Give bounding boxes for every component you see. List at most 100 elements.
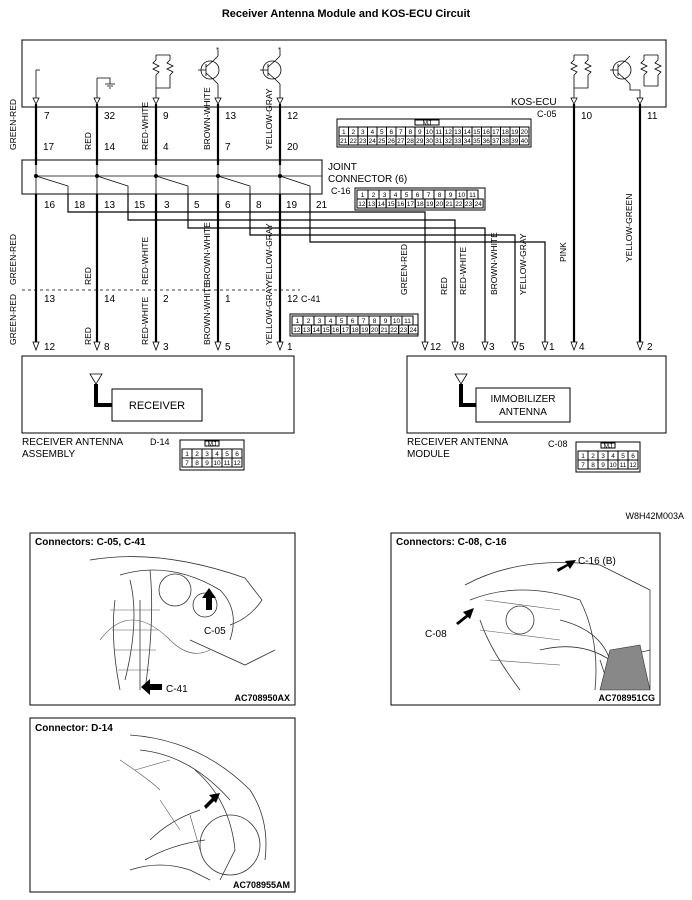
- d14-pin-number: 11: [224, 460, 231, 467]
- c16-pin-number: 7: [427, 192, 431, 199]
- c41-pin-12: 12: [287, 294, 299, 305]
- c05-pin-number: 17: [492, 129, 500, 136]
- joint-pin-6: 6: [225, 200, 231, 211]
- antenna-module-title: RECEIVER ANTENNA: [407, 437, 508, 448]
- c41-pin-number: 12: [293, 327, 301, 334]
- photo1-callout-c05: C-05: [204, 626, 226, 637]
- c08-pin-number: 2: [591, 453, 595, 460]
- c05-pin-number: 36: [483, 138, 491, 145]
- c16-pin-number: 16: [397, 201, 405, 208]
- c05-pin-number: 39: [511, 138, 519, 145]
- photo-connectors-c08-c16: Connectors: C-08, C-16 C-16 (B) C-08 AC7…: [390, 532, 661, 706]
- ecu-pin-12: 12: [287, 111, 299, 122]
- c16-pin-number: 20: [436, 201, 444, 208]
- photo1-callout-c41: C-41: [166, 684, 188, 695]
- c16-pin-number: 5: [405, 192, 409, 199]
- photo2-code: AC708951CG: [598, 693, 655, 703]
- svg-text:⁎: ⁎: [216, 45, 220, 52]
- wire-red-white-upper: RED-WHITE: [140, 102, 150, 150]
- c08-pin-number: 8: [591, 462, 595, 469]
- c41-pin-number: 2: [307, 318, 311, 325]
- d14-pin-number: 8: [195, 460, 199, 467]
- wire-yellow-gray-upper: YELLOW-GRAY: [264, 88, 274, 150]
- dashboard-sketch: [89, 556, 276, 691]
- c41-cell: [407, 324, 419, 335]
- joint-pin-14: 14: [104, 142, 116, 153]
- wire-labels-middle: GREEN-RED RED RED-WHITE BROWN-WHITE YELL…: [8, 194, 634, 295]
- d14-pin-number: 9: [205, 460, 209, 467]
- c41-pin-number: 6: [351, 318, 355, 325]
- wire-labels-lower: GREEN-RED RED RED-WHITE BROWN-WHITE YELL…: [8, 282, 274, 345]
- d14-pin-number: 5: [225, 451, 229, 458]
- photo2-title: Connectors: C-08, C-16: [396, 537, 507, 548]
- ecu-pin-11: 11: [647, 111, 658, 122]
- receiver-assembly-title: RECEIVER ANTENNA: [22, 437, 123, 448]
- c05-pin-number: 18: [502, 129, 510, 136]
- c16-pin-number: 21: [446, 201, 454, 208]
- c08-pin-number: 7: [581, 462, 585, 469]
- c41-pin-number: 21: [381, 327, 389, 334]
- d14-pin-number: 10: [213, 460, 221, 467]
- c08-pin-number: 9: [601, 462, 605, 469]
- c05-pin-number: 29: [416, 138, 424, 145]
- svg-text:⁎: ⁎: [278, 45, 282, 52]
- module-pin-5: 5: [519, 342, 525, 353]
- c41-pin-number: 20: [371, 327, 379, 334]
- c05-pin-number: 4: [370, 129, 374, 136]
- receiver-pin-8: 8: [104, 342, 110, 353]
- d14-pin-number: 3: [205, 451, 209, 458]
- wire-brown-white-right: BROWN-WHITE: [489, 232, 499, 295]
- d14-pin-number: 1: [185, 451, 189, 458]
- c05-pin-number: 21: [340, 138, 348, 145]
- c16-pin-number: 18: [416, 201, 424, 208]
- c41-pin-number: 9: [384, 318, 388, 325]
- c16-pin-number: 13: [368, 201, 376, 208]
- c41-pin-number: 8: [373, 318, 377, 325]
- wire-red-upper: RED: [83, 132, 93, 150]
- photo1-code: AC708950AX: [234, 693, 290, 703]
- c05-pin-number: 11: [435, 129, 442, 136]
- c05-pin-number: 23: [359, 138, 367, 145]
- wire-yellow-gray-low: YELLOW-GRAY: [264, 283, 274, 345]
- immobilizer-component-2: ANTENNA: [499, 407, 547, 418]
- c05-pin-number: 3: [361, 129, 365, 136]
- wire-yellow-green: YELLOW-GREEN: [624, 194, 634, 262]
- ecu-connector-id: C-05: [537, 109, 557, 119]
- ecu-pin-13: 13: [225, 111, 237, 122]
- c05-pin-number: 5: [380, 129, 384, 136]
- c16-pin-number: 17: [407, 201, 415, 208]
- joint-pin-5: 5: [194, 200, 200, 211]
- svg-text:MJ: MJ: [604, 443, 613, 450]
- c16-pin-number: 6: [416, 192, 420, 199]
- wire-brown-white-upper: BROWN-WHITE: [202, 87, 212, 150]
- joint-pin-15: 15: [134, 200, 146, 211]
- c05-pin-number: 16: [483, 129, 491, 136]
- c41-pin-number: 4: [329, 318, 333, 325]
- photo-connectors-c05-c41: Connectors: C-05, C-41 C-05 C-41 AC70895…: [29, 532, 296, 706]
- c05-pin-number: 24: [369, 138, 377, 145]
- joint-pin-13: 13: [104, 200, 116, 211]
- c16-pin-number: 24: [475, 201, 483, 208]
- joint-connector-name: CONNECTOR (6): [328, 174, 407, 185]
- c08-pin-number: 11: [620, 462, 627, 469]
- module-pin-2: 2: [647, 342, 653, 353]
- joint-pin-20: 20: [287, 142, 299, 153]
- transistor-icon-2: ⁎: [260, 45, 284, 105]
- c16-pin-number: 23: [465, 201, 473, 208]
- c41-pin-number: 24: [410, 327, 418, 334]
- c05-pin-number: 15: [473, 129, 481, 136]
- receiver-pin-3: 3: [163, 342, 169, 353]
- c08-pin-number: 1: [581, 453, 585, 460]
- c05-pin-number: 26: [388, 138, 396, 145]
- c41-pin-number: 3: [318, 318, 322, 325]
- c41-pin-number: 1: [296, 318, 300, 325]
- c08-connector-id: C-08: [548, 439, 568, 449]
- c41-pin-number: 18: [351, 327, 359, 334]
- c41-pin-number: 16: [332, 327, 340, 334]
- c05-pin-number: 25: [378, 138, 386, 145]
- receiver-pin-1: 1: [287, 342, 293, 353]
- module-pin-8: 8: [459, 342, 465, 353]
- c05-pin-number: 31: [435, 138, 443, 145]
